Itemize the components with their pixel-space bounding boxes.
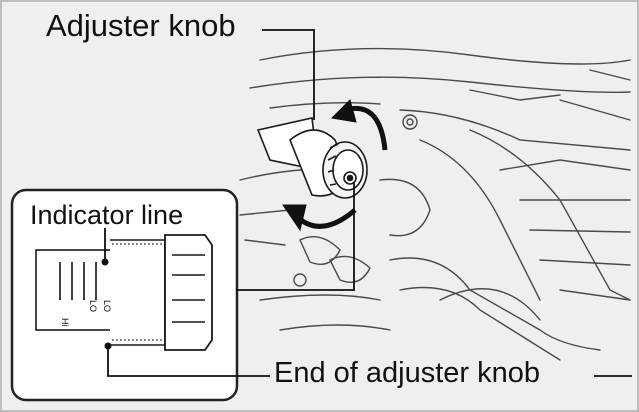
end-of-knob-leader	[107, 346, 270, 377]
indicator-line-label: Indicator line	[30, 200, 184, 230]
inset-detail-box: Hi LO LO	[10, 188, 239, 402]
inset-mark-lo-1: LO	[88, 300, 98, 312]
inset-mark-hi: Hi	[60, 318, 70, 327]
end-of-adjuster-knob-label: End of adjuster knob	[274, 357, 541, 389]
inset-connector-line	[236, 182, 355, 291]
adjuster-knob-drawing	[256, 117, 368, 199]
adjuster-knob-label: Adjuster knob	[46, 8, 236, 43]
inset-mark-lo-2: LO	[102, 300, 112, 312]
indicator-line-leader-dot	[101, 258, 109, 266]
rotation-arrows-icon	[282, 99, 388, 232]
adjuster-knob-leader-line	[262, 29, 315, 120]
end-of-knob-leader-dot	[104, 342, 112, 350]
